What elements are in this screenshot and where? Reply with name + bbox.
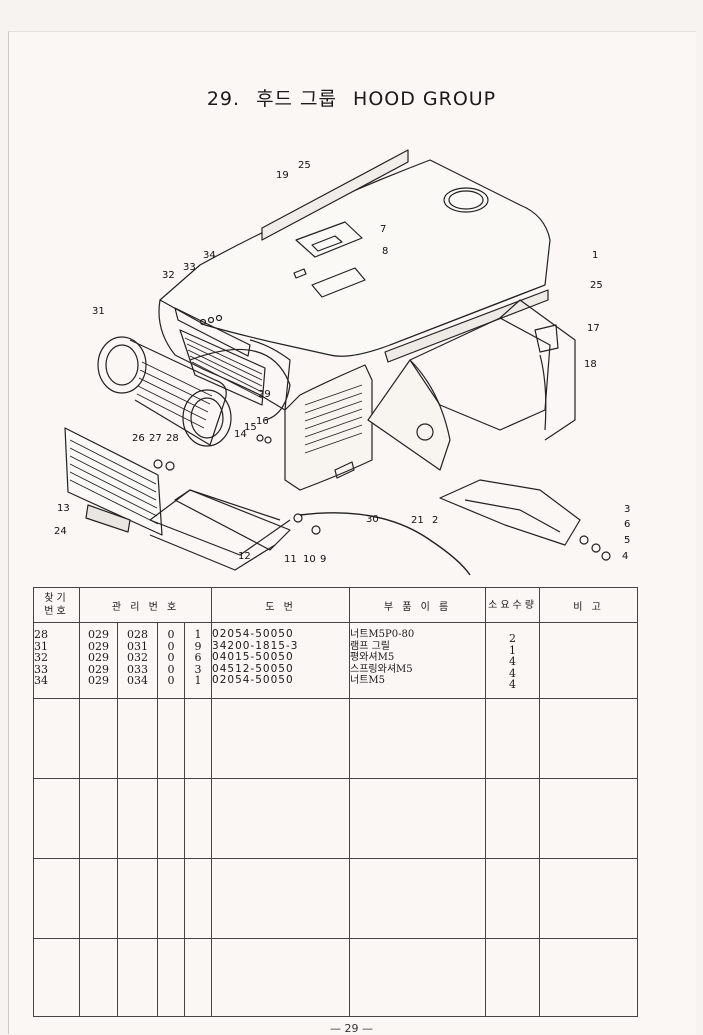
callout: 12 — [238, 551, 251, 562]
callout: 34 — [203, 250, 216, 261]
section-number: 29. — [206, 88, 241, 110]
callout: 13 — [57, 503, 70, 514]
callout: 4 — [622, 551, 628, 562]
callout: 3 — [624, 504, 630, 515]
callout: 10 — [303, 554, 316, 565]
callout: 9 — [320, 554, 326, 565]
callout: 5 — [624, 535, 630, 546]
hood-cap — [443, 187, 489, 213]
table-row-empty — [33, 778, 639, 859]
callout: 27 — [149, 433, 162, 444]
header-control-no: 관 리 번 호 — [78, 587, 213, 623]
title-korean: 후드 그룹 — [256, 88, 338, 110]
callout: 21 — [411, 515, 424, 526]
table-header-row: 찾기 번호 관 리 번 호 도 번 부 품 이 름 소요수량 비 고 — [33, 587, 639, 623]
callout: 16 — [256, 416, 269, 427]
header-drawing-no: 도 번 — [211, 587, 351, 623]
callout: 14 — [234, 429, 247, 440]
callout: 15 — [244, 422, 257, 433]
table-row-empty — [33, 858, 639, 939]
header-item-no: 찾기 번호 — [33, 587, 80, 623]
diagram-callouts: 25 19 7 8 1 25 34 33 32 31 17 18 29 16 1… — [54, 160, 630, 565]
callout: 28 — [166, 433, 179, 444]
header-remarks: 비 고 — [539, 587, 639, 623]
callout: 18 — [584, 359, 597, 370]
callout: 25 — [298, 160, 311, 171]
title-english: HOOD GROUP — [353, 88, 497, 110]
callout: 7 — [380, 224, 386, 235]
hood-group-diagram: 25 19 7 8 1 25 34 33 32 31 17 18 29 16 1… — [54, 149, 630, 576]
callout: 1 — [592, 250, 598, 261]
header-part-name: 부 품 이 름 — [349, 587, 487, 623]
callout: 19 — [276, 170, 289, 181]
remarks-col — [539, 622, 639, 699]
table-row-empty — [33, 698, 639, 779]
callout: 8 — [382, 246, 388, 257]
callout: 24 — [54, 526, 67, 537]
page-title: 29. 후드 그룹 HOOD GROUP — [0, 84, 703, 111]
callout: 11 — [284, 554, 297, 565]
callout: 33 — [183, 262, 196, 273]
header-qty: 소요수량 — [485, 587, 541, 623]
callout: 32 — [162, 270, 175, 281]
callout: 25 — [590, 280, 603, 291]
callout: 30 — [366, 514, 379, 525]
page-number: — 29 — — [330, 1022, 373, 1035]
callout: 26 — [132, 433, 145, 444]
callout: 29 — [258, 389, 271, 400]
callout: 6 — [624, 519, 630, 530]
callout: 2 — [432, 515, 438, 526]
callout: 31 — [92, 306, 105, 317]
callout: 17 — [587, 323, 600, 334]
table-row-empty — [33, 938, 639, 1017]
